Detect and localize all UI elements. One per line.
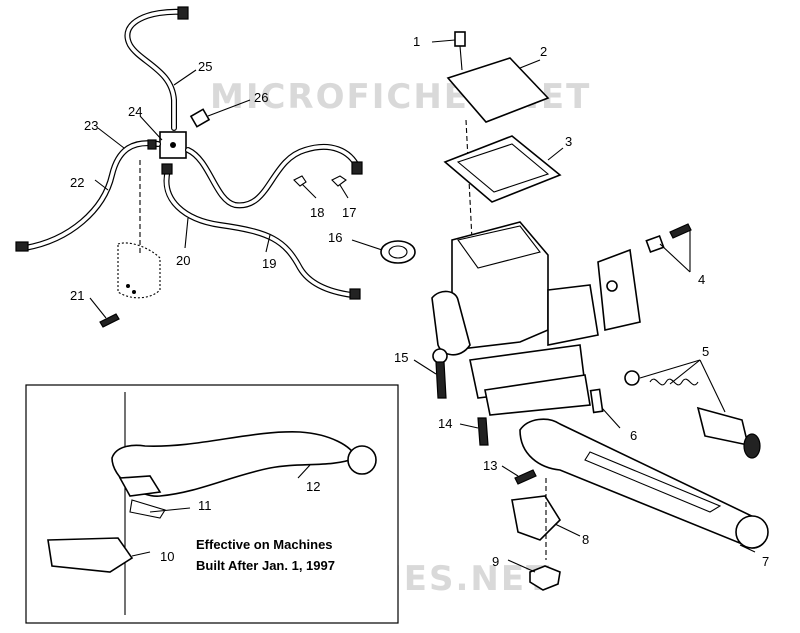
nut [529, 565, 561, 591]
seal-ring [380, 240, 416, 264]
callout-15: 15 [394, 350, 408, 365]
stop-block [511, 495, 562, 541]
callout-2: 2 [540, 44, 547, 59]
callout-7: 7 [762, 554, 769, 569]
callout-9: 9 [492, 554, 499, 569]
leader-lines [89, 39, 756, 573]
callout-8: 8 [582, 532, 589, 547]
callout-11: 11 [198, 498, 212, 513]
callout-10: 10 [160, 549, 174, 564]
inset-note-line1: Effective on Machines [196, 537, 333, 552]
callout-17: 17 [342, 205, 356, 220]
callout-23: 23 [84, 118, 98, 133]
callout-21: 21 [70, 288, 84, 303]
callout-5: 5 [702, 344, 709, 359]
callout-16: 16 [328, 230, 342, 245]
callout-25: 25 [198, 59, 212, 74]
inset-panel: Effective on Machines Built After Jan. 1… [25, 384, 399, 624]
inset-stop-block [47, 537, 134, 573]
callout-12: 12 [306, 479, 320, 494]
callout-numbers: 1 2 3 4 5 6 7 8 9 10 11 12 13 14 15 16 1… [70, 34, 769, 569]
callout-20: 20 [176, 253, 190, 268]
callout-22: 22 [70, 175, 84, 190]
callout-24: 24 [128, 104, 142, 119]
callout-18: 18 [310, 205, 324, 220]
callout-19: 19 [262, 256, 276, 271]
callout-3: 3 [565, 134, 572, 149]
callout-14: 14 [438, 416, 452, 431]
handlebar-clamp [597, 248, 641, 331]
callout-6: 6 [630, 428, 637, 443]
inset-note-line2: Built After Jan. 1, 1997 [196, 558, 335, 573]
reservoir-cover [446, 57, 550, 123]
callout-4: 4 [698, 272, 705, 287]
callout-13: 13 [483, 458, 497, 473]
hose-assembly [15, 6, 363, 328]
callout-1: 1 [413, 34, 420, 49]
callout-26: 26 [254, 90, 268, 105]
junction-block [159, 131, 187, 159]
master-cylinder-assembly [380, 31, 769, 591]
piston [696, 406, 750, 447]
diaphragm-gasket [443, 135, 562, 203]
